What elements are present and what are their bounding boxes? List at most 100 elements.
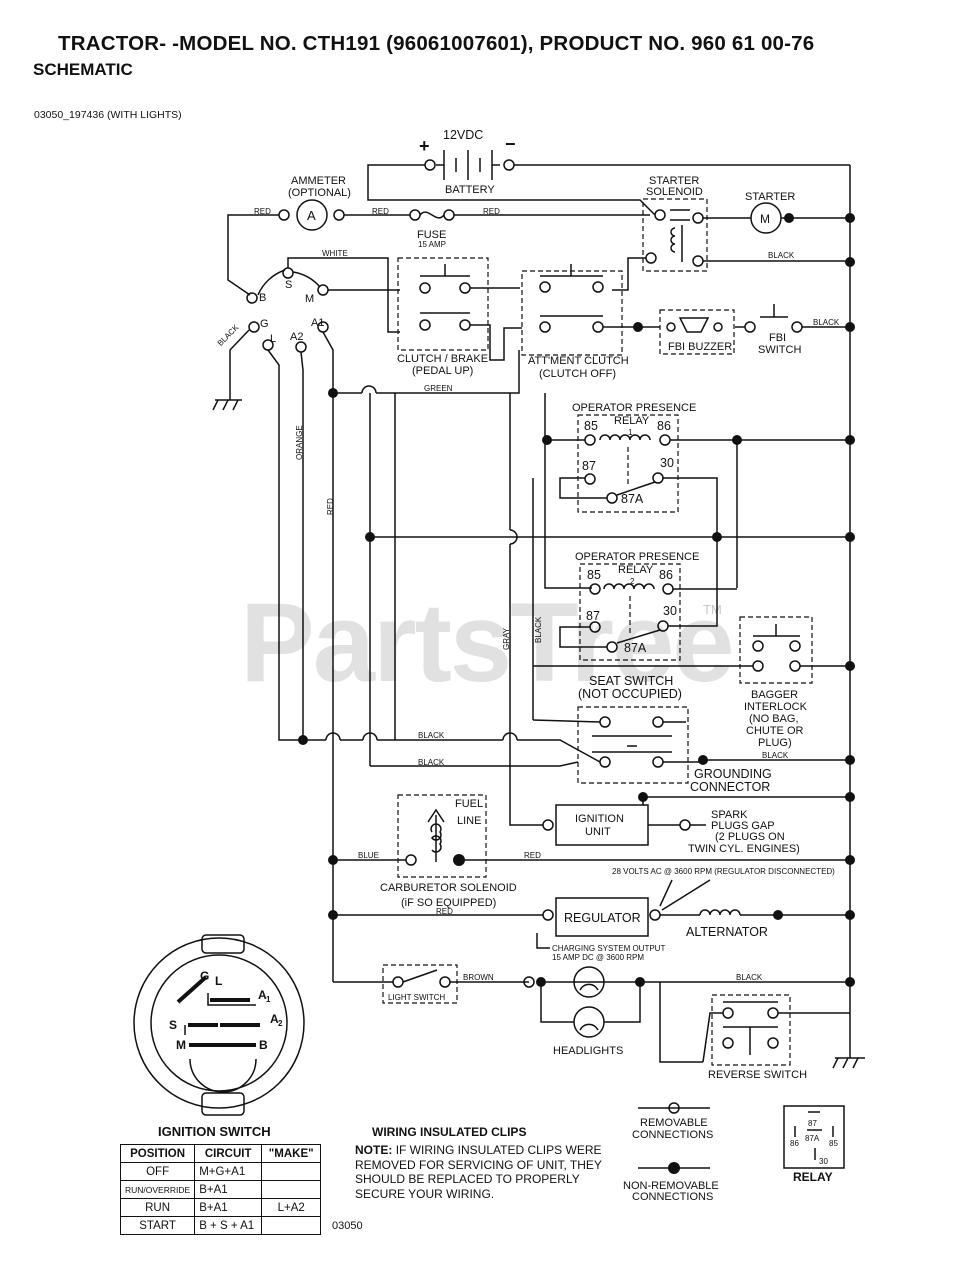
relay2-pin87: 87 — [586, 609, 600, 623]
relay1-pin87: 87 — [582, 459, 596, 473]
ign-face-a1: A — [258, 988, 267, 1002]
ammeter-label: AMMETER — [291, 175, 346, 187]
table-cell: RUN — [119, 1198, 196, 1217]
fbi-switch-label: FBI — [769, 332, 786, 344]
light-switch — [382, 964, 458, 1004]
table-cell: B + S + A1 — [194, 1216, 263, 1235]
reverse-switch-label: REVERSE SWITCH — [708, 1069, 807, 1081]
wire-label-red: RED — [436, 907, 453, 916]
battery-minus: − — [505, 134, 516, 154]
relay2-label-2: RELAY — [618, 564, 654, 576]
fuel-line-label-2: LINE — [457, 815, 481, 827]
ign-face-g: G — [200, 969, 209, 983]
note-title: WIRING INSULATED CLIPS — [372, 1125, 527, 1139]
fuse — [419, 211, 445, 219]
wire-black-ground — [229, 329, 250, 400]
table-header-row: POSITION CIRCUIT "MAKE" — [119, 1144, 322, 1163]
legend-nonremovable-2: CONNECTIONS — [632, 1191, 713, 1203]
relay2-pin87a: 87A — [624, 641, 647, 655]
ammeter-label-optional: (OPTIONAL) — [288, 187, 351, 199]
battery-pos-wire — [367, 164, 656, 216]
ign-term-a2: A2 — [290, 331, 303, 343]
nonremovable-connection-symbol — [668, 1162, 680, 1174]
ign-face-l: L — [215, 974, 222, 988]
wire-label-black: BLACK — [418, 731, 445, 740]
bagger-interlock — [739, 616, 813, 684]
wire-label-black: BLACK — [762, 751, 789, 760]
fuse-rating: 15 AMP — [418, 240, 446, 249]
relay2-pin30: 30 — [663, 604, 677, 618]
relay-legend-87a: 87A — [805, 1134, 820, 1143]
table-cell: B+A1 — [194, 1198, 263, 1217]
relay2-label: OPERATOR PRESENCE — [575, 551, 699, 563]
table-header: "MAKE" — [261, 1144, 322, 1163]
wire-label-black: BLACK — [418, 758, 445, 767]
relay2-pin86: 86 — [659, 568, 673, 582]
fuse-label: FUSE — [417, 229, 446, 241]
fbi-buzzer-label: FBI BUZZER — [668, 341, 732, 353]
headlight-2 — [573, 1006, 605, 1038]
spark-label-2: PLUGS GAP — [711, 820, 775, 832]
battery-plus: + — [419, 136, 430, 156]
regulator-note: 28 VOLTS AC @ 3600 RPM (REGULATOR DISCON… — [612, 867, 835, 876]
charging-label: CHARGING SYSTEM OUTPUT — [552, 944, 665, 953]
ign-term-s: S — [285, 279, 292, 291]
battery-voltage: 12VDC — [443, 128, 483, 142]
fbi-switch — [744, 321, 756, 333]
starter-motor-symbol: M — [760, 212, 770, 226]
fbi-buzzer — [659, 309, 735, 355]
relay-legend-30: 30 — [819, 1157, 828, 1166]
legend-removable-2: CONNECTIONS — [632, 1129, 713, 1141]
starter-label: STARTER — [745, 191, 795, 203]
seat-switch — [577, 706, 689, 784]
page-title: TRACTOR- -MODEL NO. CTH191 (96061007601)… — [58, 32, 815, 55]
headlight-1 — [573, 966, 605, 998]
ignition-unit-label-2: UNIT — [585, 826, 611, 838]
ignition-position-table: POSITION CIRCUIT "MAKE" OFF M+G+A1 RUN/O… — [119, 1144, 322, 1235]
operator-presence-relay-1 — [577, 414, 679, 513]
carb-label-2: (iF SO EQUIPPED) — [401, 897, 496, 909]
node — [845, 257, 855, 267]
battery-pos-terminal — [424, 159, 436, 171]
ign-term-a1: A1 — [311, 317, 324, 329]
ign-term-b: B — [259, 292, 266, 304]
wire-label-blue: BLUE — [358, 851, 379, 860]
headlights-label: HEADLIGHTS — [553, 1045, 623, 1057]
wire-label-red: RED — [254, 207, 271, 216]
ground-symbol-right — [832, 1057, 865, 1069]
spark-label: SPARK — [711, 809, 748, 821]
wire-label-red: RED — [326, 498, 335, 515]
bagger-label: BAGGER — [751, 689, 798, 701]
relay-legend-87: 87 — [808, 1119, 817, 1128]
footer-id: 03050 — [332, 1220, 363, 1232]
spark-label-4: TWIN CYL. ENGINES) — [688, 843, 800, 855]
table-row: RUN B+A1 L+A2 — [119, 1198, 322, 1217]
wire-red — [227, 214, 279, 296]
relay1-pin86: 86 — [657, 419, 671, 433]
attment-clutch-label-2: (CLUTCH OFF) — [539, 368, 616, 380]
ign-face-a2-sub: 2 — [278, 1019, 283, 1028]
battery-neg-terminal — [503, 159, 515, 171]
legend-nonremovable: NON-REMOVABLE — [623, 1180, 719, 1192]
relay-legend-86: 86 — [790, 1139, 799, 1148]
table-cell — [261, 1180, 322, 1199]
wire-label-green: GREEN — [424, 384, 453, 393]
battery-label: BATTERY — [445, 184, 495, 196]
note-body: NOTE: IF WIRING INSULATED CLIPS WERE REM… — [355, 1143, 617, 1201]
note-lead: NOTE: — [355, 1143, 393, 1157]
ignition-unit-label: IGNITION — [575, 813, 624, 825]
charging-label-2: 15 AMP DC @ 3600 RPM — [552, 953, 644, 962]
ign-face-a2: A — [270, 1012, 279, 1026]
wire-label-orange: ORANGE — [295, 425, 304, 460]
wire-label-white: WHITE — [322, 249, 348, 258]
fbi-switch-label-2: SWITCH — [758, 344, 801, 356]
wire-label-red: RED — [524, 851, 541, 860]
grounding-label: GROUNDING — [694, 767, 772, 781]
ground-symbol-left — [212, 399, 242, 411]
ammeter — [296, 199, 328, 231]
starter-solenoid — [642, 198, 708, 272]
carburetor-solenoid — [397, 794, 487, 878]
wire-label-black: BLACK — [813, 318, 840, 327]
ign-term-l: L — [270, 333, 276, 345]
relay1-label-2: RELAY — [614, 415, 650, 427]
